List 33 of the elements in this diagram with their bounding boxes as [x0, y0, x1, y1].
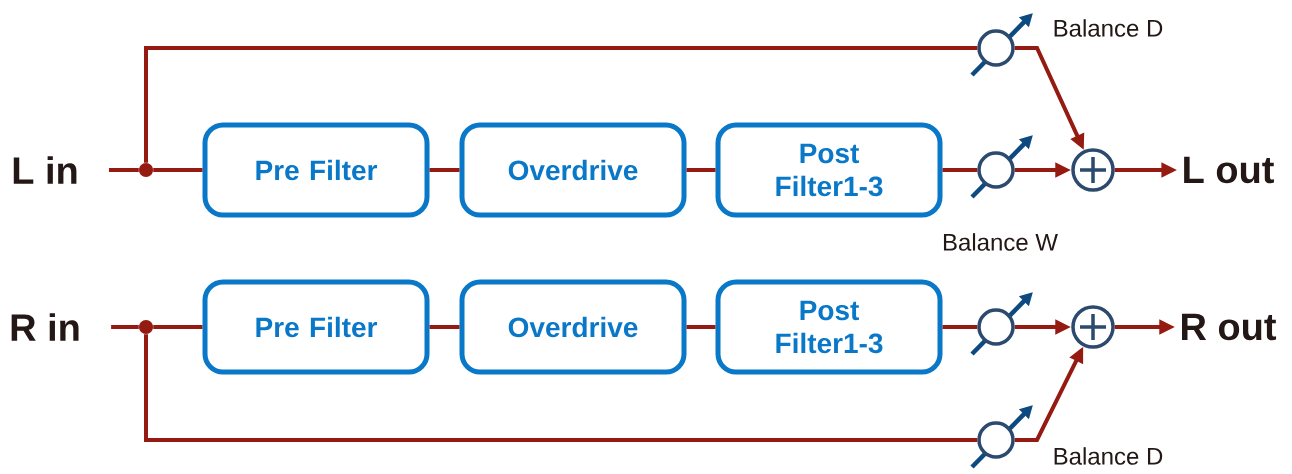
signal-line [942, 168, 978, 172]
process-box: Post Filter1-3 [715, 279, 943, 375]
level-knob [970, 135, 1033, 199]
knob-label: Balance D [1054, 19, 1163, 37]
signal-line [111, 325, 139, 329]
signal-line [686, 168, 716, 172]
signal-line [429, 325, 460, 329]
process-box: Pre Filter [202, 122, 430, 218]
mixer-circle [1071, 148, 1115, 192]
mixer-circle [1071, 305, 1115, 349]
process-box: Post Filter1-3 [715, 122, 943, 218]
level-knob [970, 13, 1033, 77]
signal-label: R in [11, 313, 79, 341]
level-knob [970, 292, 1033, 356]
signal-line [108, 168, 139, 172]
process-box: Overdrive [459, 279, 687, 375]
signal-line [429, 168, 460, 172]
signal-line [144, 46, 978, 163]
signal-line [686, 325, 716, 329]
knob-label: Balance W [943, 233, 1058, 251]
process-box: Overdrive [459, 122, 687, 218]
process-box: Pre Filter [202, 279, 430, 375]
signal-line [942, 325, 978, 329]
signal-line [153, 325, 203, 329]
junction-dot [139, 163, 153, 177]
signal-line [144, 334, 978, 442]
knob-label: Balance D [1054, 447, 1163, 465]
level-knob [970, 405, 1033, 469]
signal-label: R out [1182, 313, 1277, 341]
junction-dot [139, 320, 153, 334]
signal-label: L out [1184, 156, 1274, 184]
signal-label: L in [13, 156, 77, 184]
signal-line [153, 168, 203, 172]
